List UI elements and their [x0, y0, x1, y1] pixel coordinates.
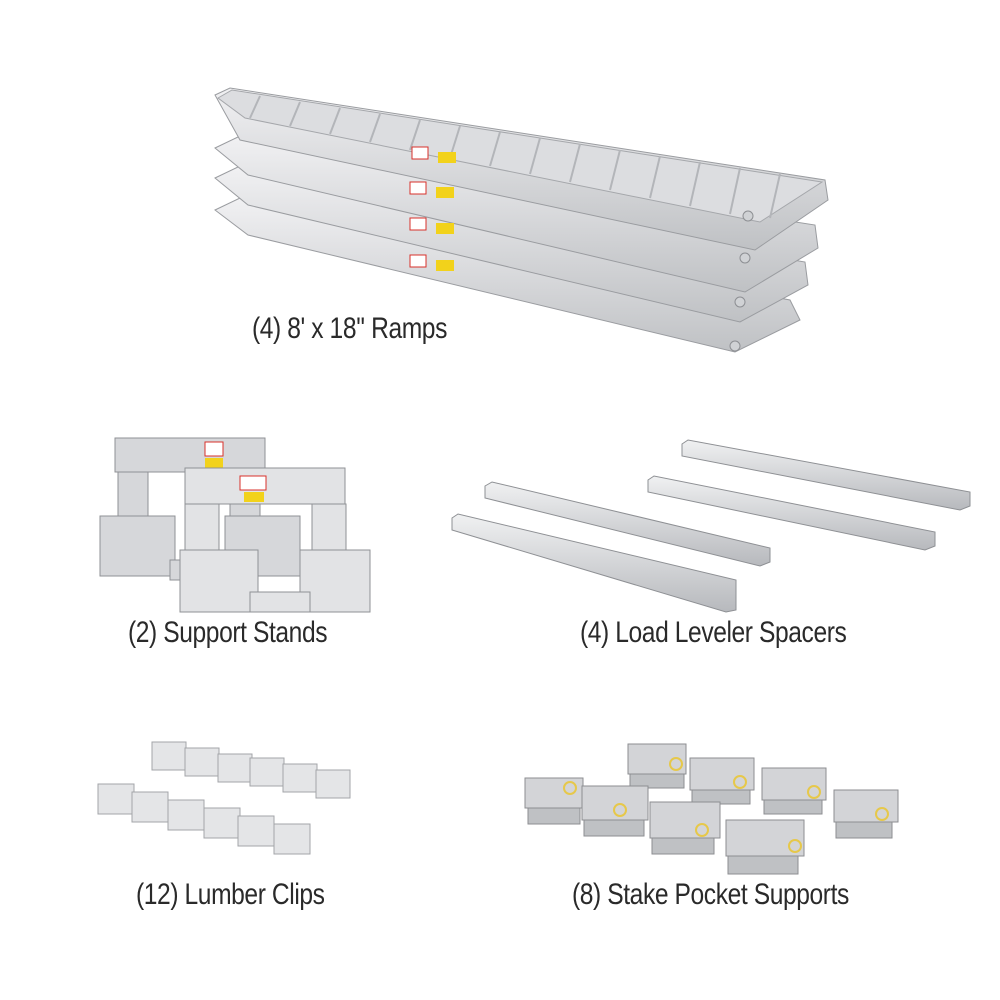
pin-clips	[563, 757, 889, 853]
stake-pocket-supports-image	[524, 743, 899, 875]
support-stand-front	[179, 467, 371, 613]
support-stands-image	[99, 437, 371, 613]
load-leveler-spacers-image	[451, 439, 971, 613]
lumber-clips-panel: (12) Lumber Clips	[0, 720, 430, 950]
lumber-clip-grid	[97, 741, 351, 855]
stake-pocket-supports-caption: (8) Stake Pocket Supports	[572, 878, 849, 911]
stake-pocket-support-group	[524, 743, 899, 875]
stake-pocket-supports-panel: (8) Stake Pocket Supports	[500, 720, 1000, 950]
ramps-panel: (4) 8' x 18'' Ramps	[0, 0, 1000, 380]
ramps-caption: (4) 8' x 18'' Ramps	[252, 312, 447, 345]
load-leveler-spacers-panel: (4) Load Leveler Spacers	[430, 420, 1000, 660]
support-stands-panel: (2) Support Stands	[0, 420, 400, 660]
support-stands-caption: (2) Support Stands	[128, 616, 328, 649]
lumber-clips-caption: (12) Lumber Clips	[136, 878, 325, 911]
spacer-bars	[451, 439, 971, 613]
lumber-clips-image	[97, 741, 351, 855]
load-leveler-spacers-caption: (4) Load Leveler Spacers	[580, 616, 847, 649]
ramps-image	[214, 87, 829, 353]
ramp-stack	[214, 87, 829, 353]
